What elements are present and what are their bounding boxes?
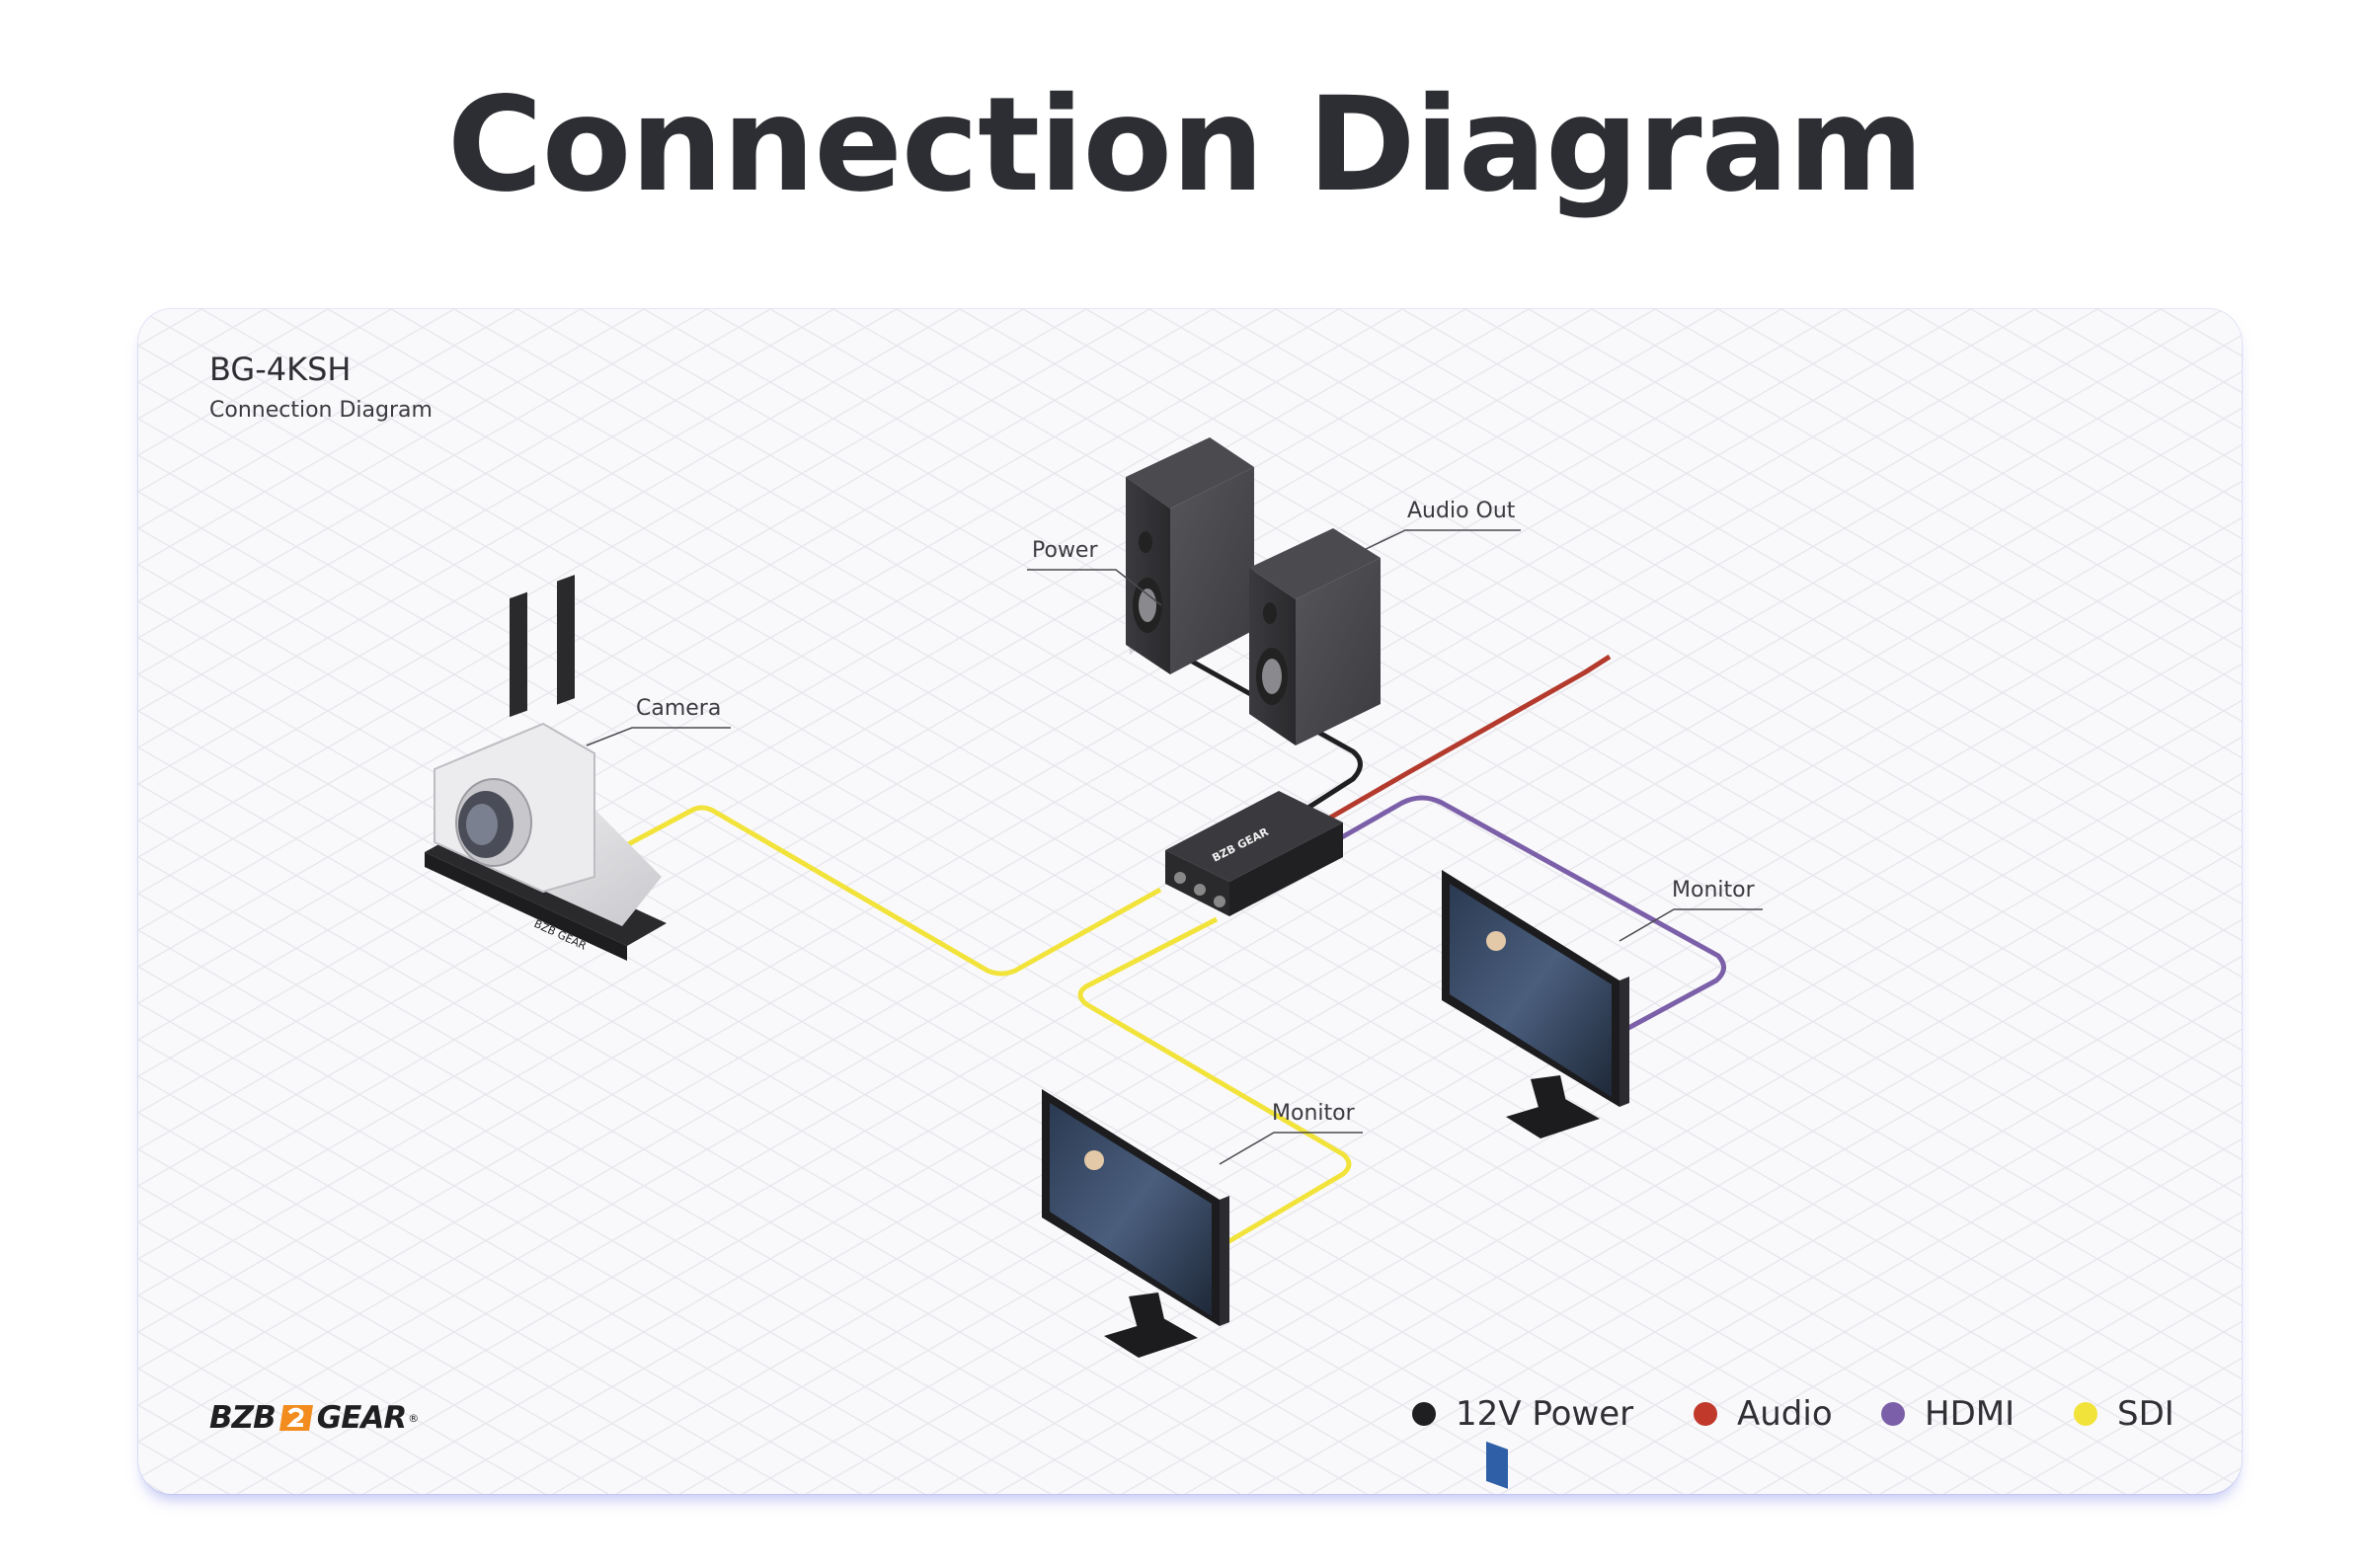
- card-subtitle: Connection Diagram: [209, 398, 433, 423]
- legend-dot-red: [1694, 1402, 1717, 1426]
- legend-item-12v-power: 12V Power: [1412, 1394, 1633, 1434]
- callout-audio-out: Audio Out: [1407, 499, 1516, 523]
- brand-logo: BZB GEAR ®: [209, 1400, 419, 1436]
- legend-label: SDI: [2117, 1394, 2174, 1434]
- legend-label: HDMI: [1925, 1394, 2015, 1434]
- callout-power: Power: [1032, 538, 1098, 563]
- callout-leaders: [586, 529, 1763, 1165]
- brand-registered-mark: ®: [408, 1411, 419, 1425]
- cable-power: [1152, 638, 1363, 814]
- cable-hdmi: [1331, 795, 1726, 1037]
- cable-sdi: [615, 805, 1352, 1248]
- legend-dot-purple: [1881, 1402, 1905, 1426]
- legend-label: Audio: [1737, 1394, 1833, 1434]
- brand-mark-icon: [278, 1405, 313, 1431]
- page-title: Connection Diagram: [446, 69, 1924, 221]
- legend-item-sdi: SDI: [2074, 1394, 2174, 1434]
- diagram-canvas: BZB GEAR BZB GEAR: [138, 309, 2242, 1494]
- cable-audio: [1316, 654, 1612, 827]
- bg-4ksh-converter: BZB GEAR: [1165, 791, 1343, 916]
- legend-item-hdmi: HDMI: [1881, 1394, 2014, 1434]
- legend-dot-black: [1412, 1402, 1436, 1426]
- legend-item-audio: Audio: [1694, 1394, 1833, 1434]
- brand-logo-right: GEAR: [316, 1400, 407, 1436]
- speaker-right: [1249, 528, 1381, 745]
- callout-monitor-hdmi: Monitor: [1672, 878, 1755, 902]
- brand-logo-left: BZB: [209, 1400, 276, 1436]
- callout-monitor-sdi: Monitor: [1272, 1101, 1355, 1126]
- monitor-sdi: [1042, 1089, 1229, 1358]
- diagram-card: BZB GEAR BZB GEAR: [138, 309, 2242, 1494]
- legend-dot-yellow: [2074, 1402, 2097, 1426]
- callout-camera: Camera: [636, 696, 722, 721]
- ptz-camera: BZB GEAR: [425, 575, 667, 961]
- card-title: BG-4KSH: [209, 351, 352, 388]
- legend-label: 12V Power: [1456, 1394, 1634, 1434]
- monitor-hdmi: [1442, 870, 1629, 1489]
- speaker-left: [1126, 437, 1254, 674]
